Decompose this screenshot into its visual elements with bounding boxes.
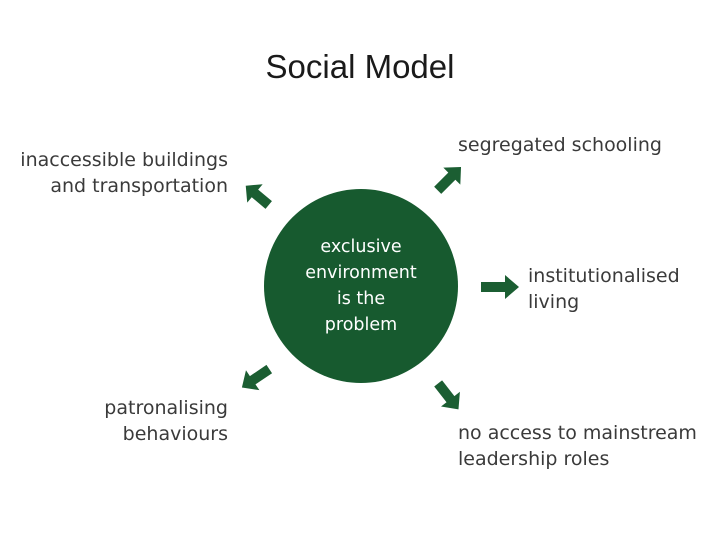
arrow-no-access-leadership (434, 380, 460, 410)
outcome-line: segregated schooling (458, 134, 662, 156)
outcome-no-access-leadership: no access to mainstream leadership roles (458, 420, 708, 472)
outcome-line: leadership roles (458, 448, 610, 470)
outcome-line: and transportation (50, 175, 228, 197)
arrow-inaccessible-buildings (245, 184, 272, 209)
arrow-institutionalised-living (481, 275, 519, 299)
center-circle (264, 189, 458, 383)
outcome-patronalising-behaviours: patronalising behaviours (58, 395, 228, 447)
outcome-line: patronalising (104, 397, 228, 419)
center-line: environment (305, 263, 417, 283)
outcome-line: inaccessible buildings (20, 149, 228, 171)
center-statement: exclusive environment is the problem (280, 234, 442, 338)
outcome-line: living (528, 291, 580, 313)
center-line: problem (324, 315, 398, 335)
center-line: exclusive (320, 237, 402, 257)
outcome-line: no access to mainstream (458, 422, 697, 444)
outcome-segregated-schooling: segregated schooling (458, 132, 708, 158)
outcome-line: behaviours (122, 423, 228, 445)
outcome-institutionalised-living: institutionalised living (528, 263, 708, 315)
arrow-patronalising-behaviours (241, 364, 273, 391)
diagram-title: Social Model (265, 48, 455, 85)
center-line: is the (336, 289, 386, 309)
outcome-line: institutionalised (528, 265, 680, 287)
outcome-inaccessible-buildings: inaccessible buildings and transportatio… (18, 147, 228, 199)
arrow-segregated-schooling (434, 166, 462, 194)
